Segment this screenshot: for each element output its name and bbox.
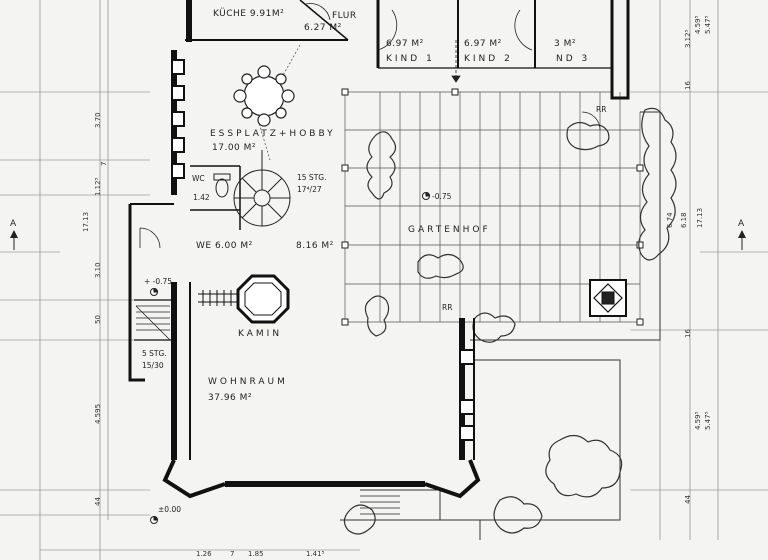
spiral-stair: [233, 150, 291, 227]
room-label-kind3: ND 3: [556, 54, 590, 64]
room-label-kueche: KÜCHE 9.91M²: [213, 8, 284, 19]
entrance-stair: [135, 305, 400, 515]
flur-dashes: [257, 44, 301, 161]
rr-label-mid: RR: [442, 303, 452, 312]
dining-table: [233, 65, 295, 127]
dim-left-6: 4.595: [94, 404, 102, 424]
dim-right-low-1: 4.59⁵: [694, 411, 702, 430]
dim-left-3: 17.13: [82, 212, 90, 232]
dim-right-low-0: 16: [684, 329, 692, 338]
dim-right-low-2: 5.47⁵: [704, 411, 712, 430]
room-area-wohnraum: 37.96 M²: [208, 393, 252, 403]
dim-right-top-2: 5.47⁵: [704, 15, 712, 34]
room-label-flur: FLUR: [332, 11, 357, 21]
door-swings: [139, 3, 601, 249]
level-label-left: + -0.75: [144, 277, 172, 286]
dim-right-mid-1: 6.18: [680, 212, 688, 228]
room-label-wc: WC: [192, 174, 205, 183]
room-area-essplatz: 17.00 M²: [212, 143, 256, 153]
stair-ratio-upper: 17⁴/27: [297, 185, 322, 194]
garden-shrubs: [343, 107, 677, 535]
section-marker-right: [738, 230, 746, 250]
dim-bottom-3: 1.41⁵: [306, 550, 325, 558]
room-area-hall: 8.16 M²: [296, 241, 334, 251]
dim-bottom-1: 7: [230, 550, 234, 558]
room-label-wohnraum: WOHNRAUM: [208, 377, 288, 387]
room-area-kind2: 6.97 M²: [464, 39, 502, 49]
room-label-kind1: KIND 1: [386, 54, 435, 64]
room-area-flur: 6.27 M²: [304, 23, 342, 33]
dim-left-1: 7: [100, 162, 108, 166]
level-label-court: -0.75: [432, 192, 452, 201]
dim-right-low-3: 44: [684, 495, 692, 504]
dim-bottom-2: 1.85: [248, 550, 264, 558]
dim-right-top-0: 3.12⁵: [684, 29, 692, 48]
dim-bottom-0: 1.26: [196, 550, 212, 558]
section-label-right: A: [738, 219, 745, 229]
kamin-fireplace: [198, 274, 290, 324]
stair-label-lower: 5 STG.: [142, 349, 167, 358]
room-label-kind2: KIND 2: [464, 54, 513, 64]
facade-windows: [171, 59, 475, 441]
rr-label-top: RR: [596, 105, 606, 114]
room-label-essplatz: ESSPLATZ+HOBBY: [210, 129, 336, 139]
dim-left-4: 3.10: [94, 262, 102, 278]
room-label-gartenhof: GARTENHOF: [408, 225, 491, 235]
dim-left-2: 1.12⁵: [94, 177, 102, 196]
room-area-wc: 1.42: [193, 193, 210, 202]
pergola-posts: [341, 88, 644, 326]
terrace-outlines: [340, 111, 661, 540]
dim-left-5: 50: [94, 315, 102, 324]
dim-left-7: 44: [94, 497, 102, 506]
dim-right-top-1: 4.59⁵: [694, 15, 702, 34]
stair-label-upper: 15 STG.: [297, 173, 326, 182]
room-label-we: WE 6.00 M²: [196, 241, 253, 251]
dim-right-mid-2: 17.13: [696, 208, 704, 228]
room-area-kind1: 6.97 M²: [386, 39, 424, 49]
section-label-left: A: [10, 219, 17, 229]
garden-planter: [589, 279, 627, 317]
dim-left-0: 3.70: [94, 112, 102, 128]
room-label-kamin: KAMIN: [238, 329, 282, 339]
section-marker-left: [10, 230, 18, 250]
level-markers: [150, 191, 431, 524]
dim-right-top-3: 16: [684, 81, 692, 90]
level-label-ground: ±0.00: [158, 505, 181, 514]
dim-right-mid-0: 6.74: [666, 212, 674, 228]
wc-fixture: [213, 173, 231, 198]
room-area-kind3: 3 M²: [554, 39, 576, 49]
stair-ratio-lower: 15/30: [142, 361, 164, 370]
